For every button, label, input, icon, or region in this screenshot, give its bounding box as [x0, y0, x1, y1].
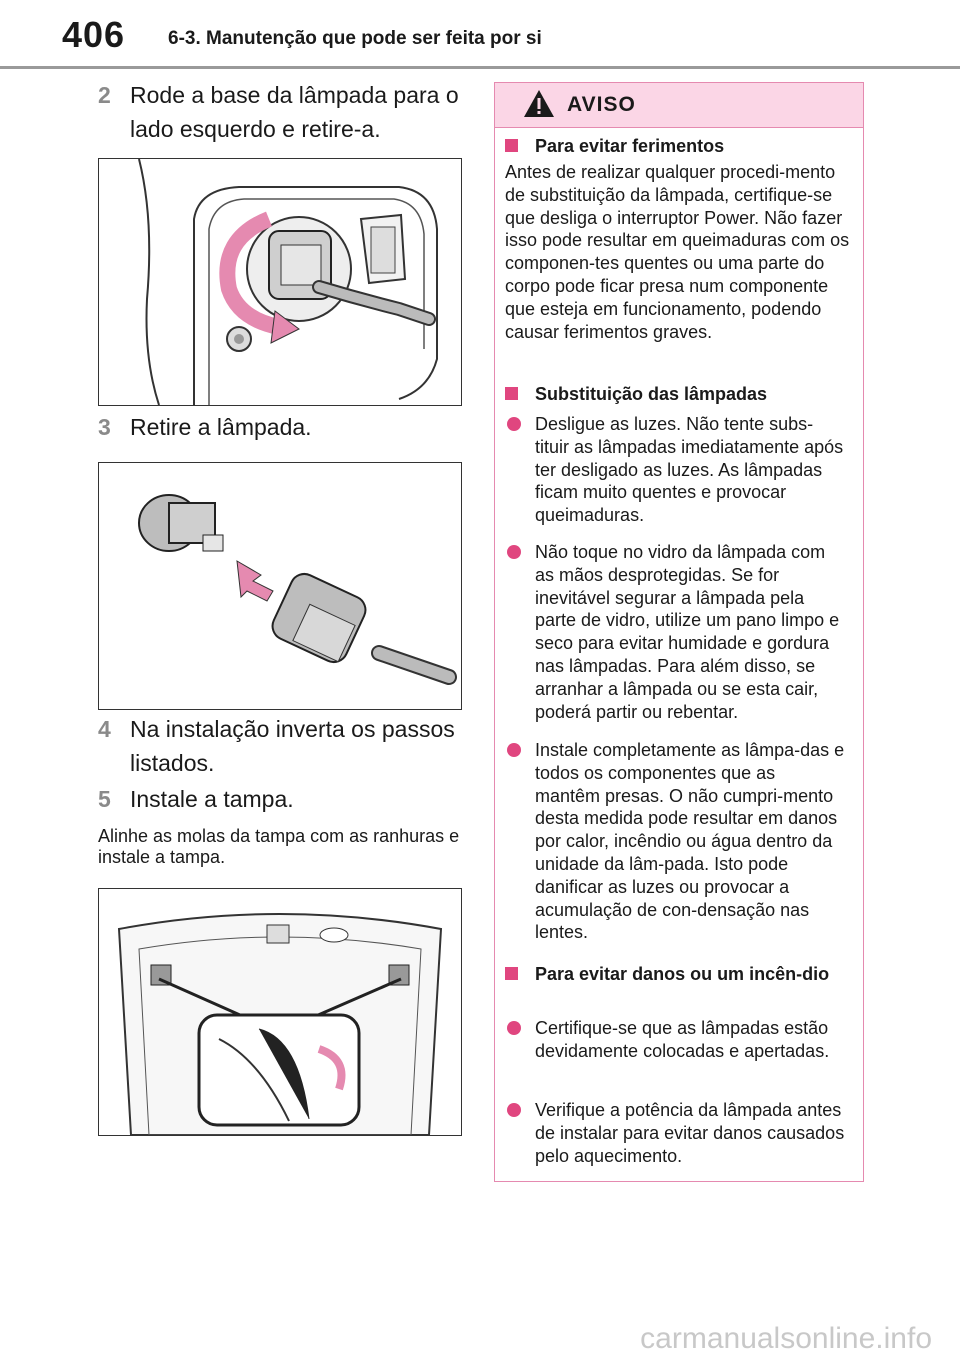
step-number: 3 — [98, 414, 111, 440]
install-note: Alinhe as molas da tampa com as ranhuras… — [98, 826, 460, 867]
warning-triangle-icon — [524, 90, 554, 117]
step-text: Instale a tampa. — [130, 786, 294, 812]
square-bullet-icon — [505, 139, 518, 152]
page-header: 406 6-3. Manutenção que pode ser feita p… — [0, 0, 960, 69]
step-number: 4 — [98, 716, 111, 742]
heading-text: Substituição das lâmpadas — [535, 384, 768, 404]
heading-text: Para evitar ferimentos — [535, 136, 725, 156]
warning-bullet: Instale completamente as lâmpa-das e tod… — [505, 739, 845, 944]
warning-title: AVISO — [567, 93, 636, 116]
bullet-text: Certifique-se que as lâmpadas estão devi… — [535, 1018, 830, 1061]
figure-bulb-rotate — [98, 158, 462, 406]
step-text: Retire a lâmpada. — [130, 414, 312, 440]
warning-section-heading: Para evitar ferimentos — [505, 135, 865, 158]
bullet-text: Desligue as luzes. Não tente subs-tituir… — [535, 414, 844, 526]
bullet-text: Verifique a potência da lâmpada antes de… — [535, 1100, 845, 1166]
round-bullet-icon — [507, 743, 521, 757]
tailgate-cover-illustration — [117, 913, 443, 1135]
round-bullet-icon — [507, 1103, 521, 1117]
warning-box: AVISO Para evitar ferimentos Antes de re… — [494, 82, 864, 1182]
square-bullet-icon — [505, 387, 518, 400]
warning-section-heading: Substituição das lâmpadas — [505, 383, 865, 406]
step-text: Rode a base da lâmpada para o lado esque… — [130, 82, 459, 142]
page-number: 406 — [62, 14, 126, 55]
bullet-text: Não toque no vidro da lâmpada com as mão… — [535, 542, 840, 722]
step-3: 3 Retire a lâmpada. — [98, 410, 468, 444]
step-2: 2 Rode a base da lâmpada para o lado esq… — [98, 78, 468, 146]
warning-bullet: Não toque no vidro da lâmpada com as mão… — [505, 541, 845, 723]
bulb-rotate-illustration — [138, 159, 438, 405]
round-bullet-icon — [507, 417, 521, 431]
warning-section-heading: Para evitar danos ou um incên-dio — [505, 963, 865, 986]
step-number: 2 — [98, 82, 111, 108]
section-title: 6-3. Manutenção que pode ser feita por s… — [168, 28, 542, 49]
figure-bulb-remove — [98, 462, 462, 710]
bulb-remove-illustration — [138, 494, 457, 685]
step-number: 5 — [98, 786, 111, 812]
square-bullet-icon — [505, 967, 518, 980]
bullet-text: Instale completamente as lâmpa-das e tod… — [535, 740, 845, 943]
footer-watermark: carmanualsonline.info — [640, 1322, 932, 1355]
step-4: 4 Na instalação inverta os passos listad… — [98, 712, 468, 780]
step-5: 5 Instale a tampa. — [98, 782, 468, 816]
round-bullet-icon — [507, 545, 521, 559]
heading-text: Para evitar danos ou um incên-dio — [535, 964, 830, 984]
round-bullet-icon — [507, 1021, 521, 1035]
figure-tailgate-cover — [98, 888, 462, 1136]
header-rule — [0, 66, 960, 69]
warning-paragraph: Antes de realizar qualquer procedi-mento… — [505, 162, 850, 342]
warning-bullet: Certifique-se que as lâmpadas estão devi… — [505, 1017, 845, 1063]
warning-bullet: Desligue as luzes. Não tente subs-tituir… — [505, 413, 845, 527]
warning-bullet: Verifique a potência da lâmpada antes de… — [505, 1099, 845, 1167]
warning-header: AVISO — [495, 83, 863, 128]
step-text: Na instalação inverta os passos listados… — [130, 716, 455, 776]
